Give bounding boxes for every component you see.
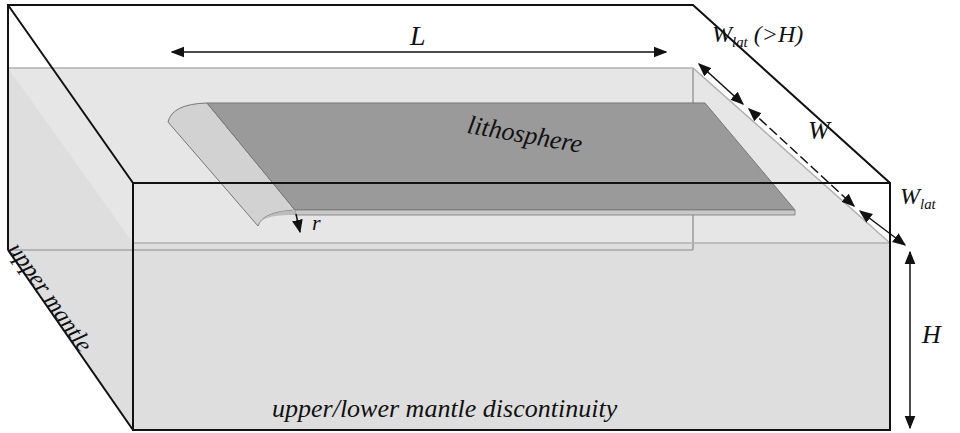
lateral-width-label: Wlat [900, 184, 936, 212]
mantle-surface [8, 68, 890, 243]
back-edge [8, 249, 693, 250]
slab-tip [258, 210, 295, 226]
lateral-width-label: Wlat (>H) [712, 22, 803, 50]
width-arrows [699, 64, 905, 245]
height-label: H [922, 322, 941, 348]
box-outline [8, 5, 890, 430]
lithosphere-plate [207, 103, 795, 210]
radius-arrow [296, 214, 300, 232]
width-label: W [808, 118, 830, 144]
surface-line [133, 242, 890, 244]
plate-edge [295, 210, 795, 215]
boundary-label: upper/lower mantle discontinuity [272, 396, 617, 422]
radius-label: r [312, 212, 321, 234]
mantle-fill [8, 68, 890, 430]
surface-line [8, 68, 890, 243]
length-arrow [172, 51, 666, 53]
height-arrow [909, 252, 911, 428]
length-label: L [410, 22, 426, 50]
